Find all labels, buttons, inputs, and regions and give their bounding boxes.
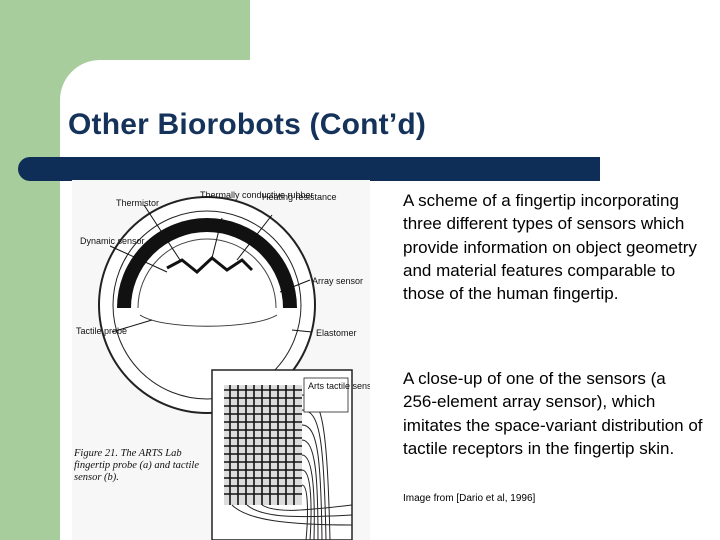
label-thermistor: Thermistor [116,198,159,208]
image-credit: Image from [Dario et al, 1996] [403,493,536,504]
figure-caption-container: Figure 21. The ARTS Lab fingertip probe … [74,448,200,483]
label-elastomer: Elastomer [316,328,357,338]
label-array-sensor: Array sensor [312,276,363,286]
fingertip-figure: Thermistor Thermally conductive rubber H… [72,180,370,540]
slide-title: Other Biorobots (Cont’d) [68,108,427,141]
decor-green-sidebar [0,0,60,540]
label-tactile-probe: Tactile probe [76,326,127,336]
fingertip-scheme: Thermistor Thermally conductive rubber H… [76,190,363,414]
title-divider-bar [18,157,600,181]
paragraph-sensor-closeup: A close-up of one of the sensors (a 256-… [403,369,703,458]
label-dynamic-sensor: Dynamic sensor [80,236,145,246]
label-arts-tactile-sensor: Arts tactile sensor [308,381,370,391]
paragraph-fingertip-scheme: A scheme of a fingertip incorporating th… [403,191,697,304]
figure-caption: Figure 21. The ARTS Lab fingertip probe … [74,448,200,483]
fingertip-diagram: Thermistor Thermally conductive rubber H… [72,180,370,540]
label-heating-resistance: Heating resistance [262,192,337,202]
tactile-sensor-closeup: Arts tactile sensor [211,369,370,540]
label-thermally-conductive: Thermally conductive rubber [200,190,314,200]
